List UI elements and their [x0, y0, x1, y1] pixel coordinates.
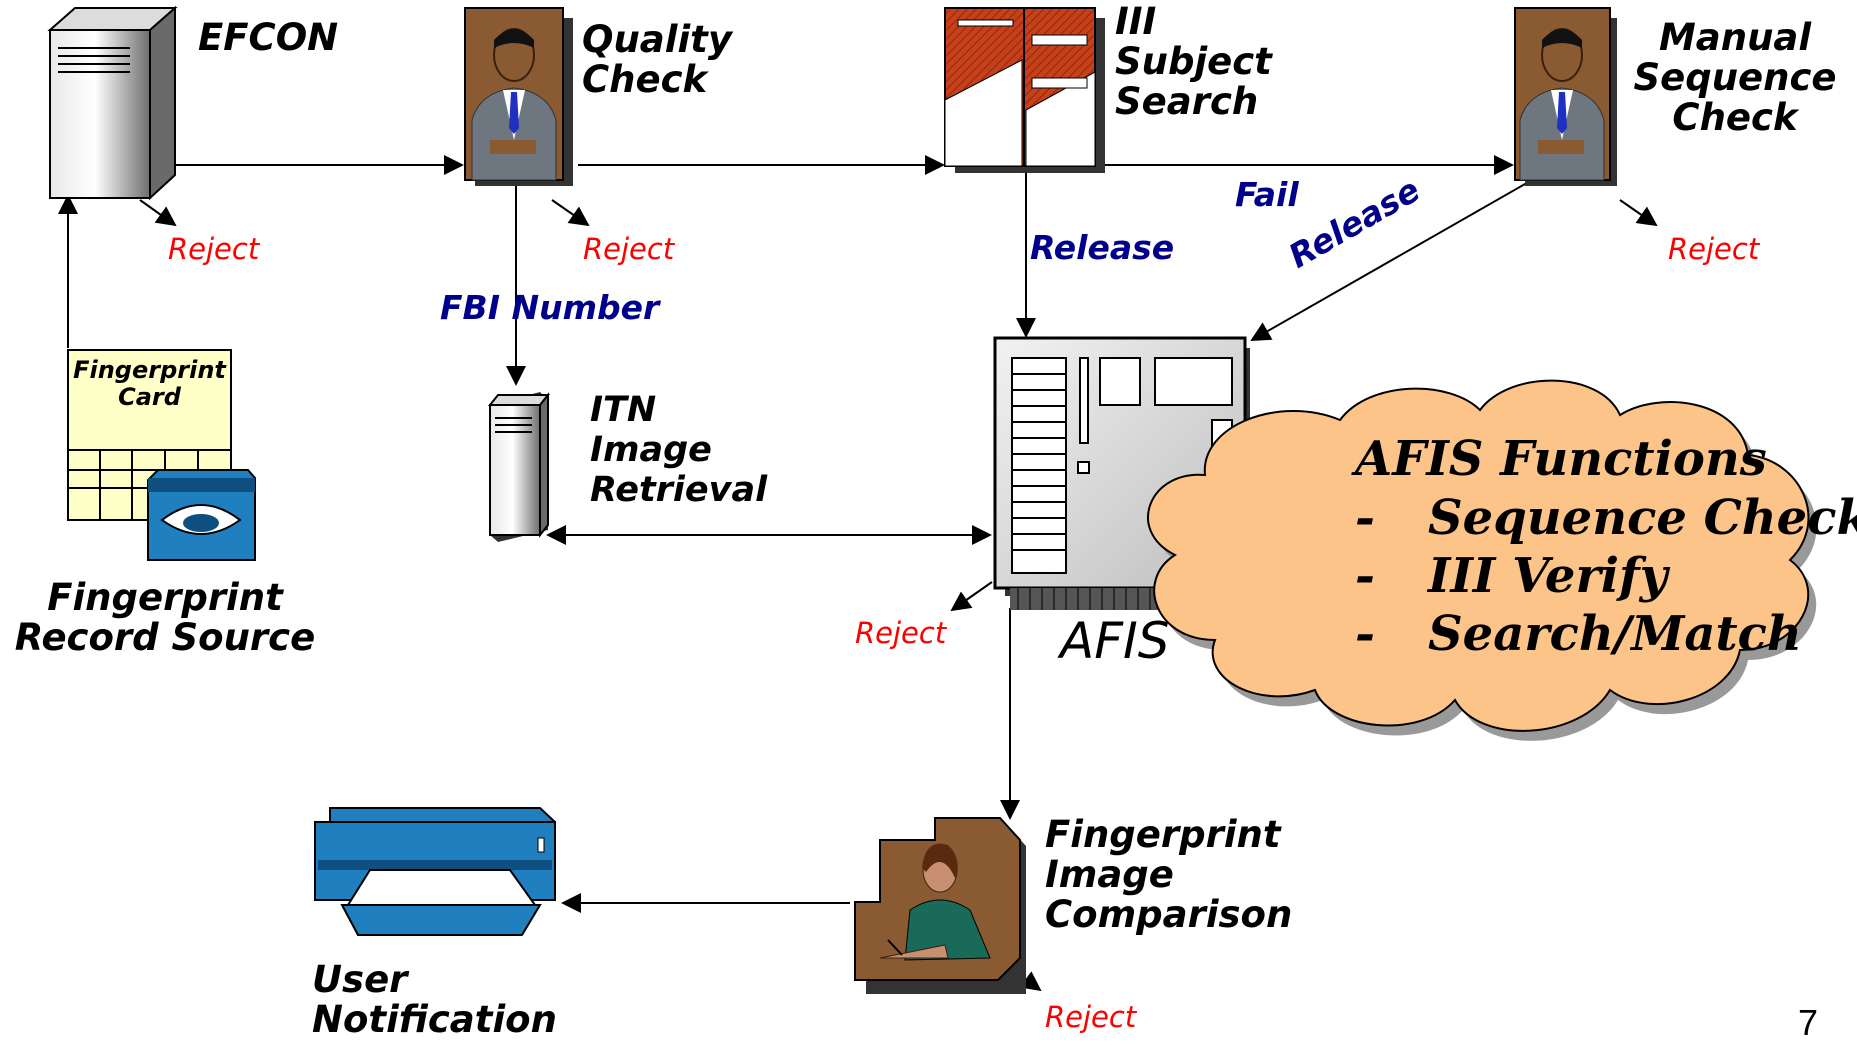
- reject-label-manual: Reject: [1668, 232, 1760, 266]
- quality-check-label: Quality Check: [582, 20, 732, 100]
- afis-label: AFIS: [1060, 612, 1170, 670]
- iii-subject-search-label: III Subject Search: [1115, 2, 1272, 122]
- user-notification-line2: Notification: [312, 998, 557, 1041]
- edges: [58, 155, 1658, 992]
- cloud-bullet-3: -: [1355, 606, 1375, 662]
- iii-label-line3: Search: [1115, 80, 1259, 123]
- afis-functions-cloud: [1147, 379, 1817, 741]
- manual-label-line2: Sequence: [1633, 56, 1837, 99]
- reject-stub-afis: [950, 581, 993, 612]
- release-label-iii: Release: [1030, 228, 1175, 267]
- itn-label-line2: Image: [590, 430, 712, 470]
- reject-label-quality: Reject: [583, 232, 675, 266]
- iii-label-line1: III: [1115, 0, 1157, 43]
- edge-manual-to-afis: [1250, 179, 1533, 341]
- card-label-line1: Fingerprint: [73, 356, 226, 384]
- itn-label-line3: Retrieval: [590, 470, 768, 510]
- record-source-line2: Record Source: [14, 616, 316, 659]
- cloud-title: AFIS Functions: [1355, 431, 1767, 487]
- iii-server-icon: [944, 7, 1105, 173]
- quality-check-person-icon: [464, 7, 573, 186]
- cloud-item-iii-verify: III Verify: [1428, 548, 1668, 604]
- cloud-bullet-2: -: [1355, 548, 1375, 604]
- fingerprint-image-comparison-label: Fingerprint Image Comparison: [1045, 815, 1292, 935]
- cloud-item-sequence-check: Sequence Check: [1428, 490, 1857, 546]
- itn-image-retrieval-label: ITN Image Retrieval: [590, 390, 767, 510]
- reject-label-comparison: Reject: [1045, 1000, 1137, 1034]
- scanner-icon: [147, 469, 256, 561]
- page-number: 7: [1798, 1002, 1819, 1043]
- record-source-line1: Fingerprint: [47, 576, 283, 619]
- iii-label-line2: Subject: [1115, 40, 1272, 83]
- efcon-server-icon: [47, 5, 178, 201]
- itn-server-icon: [487, 392, 551, 542]
- reject-stub-quality: [551, 199, 590, 227]
- printer-icon: [314, 807, 556, 936]
- manual-check-person-icon: [1514, 7, 1617, 186]
- reject-label-efcon: Reject: [168, 232, 260, 266]
- user-notification-label: User Notification: [312, 960, 557, 1040]
- manual-label-line1: Manual: [1658, 16, 1812, 59]
- reject-label-afis: Reject: [855, 616, 947, 650]
- fail-label: Fail: [1235, 175, 1299, 214]
- card-label-line2: Card: [118, 383, 181, 411]
- user-notification-line1: User: [312, 958, 408, 1001]
- comparison-label-line3: Comparison: [1045, 893, 1293, 936]
- manual-label-line3: Check: [1672, 96, 1798, 139]
- fbi-number-label: FBI Number: [440, 288, 660, 327]
- comparison-examiner-icon: [854, 817, 1026, 994]
- comparison-label-line2: Image: [1045, 853, 1174, 896]
- cloud-item-search-match: Search/Match: [1428, 606, 1802, 662]
- itn-label-line1: ITN: [590, 390, 657, 430]
- cloud-bullet-1: -: [1355, 490, 1375, 546]
- fingerprint-record-source-label: Fingerprint Record Source: [0, 578, 330, 658]
- fingerprint-card-label: Fingerprint Card: [68, 357, 231, 411]
- reject-stub-manual: [1619, 199, 1658, 227]
- manual-sequence-check-label: Manual Sequence Check: [1620, 18, 1850, 138]
- reject-stub-efcon: [139, 199, 177, 227]
- efcon-label: EFCON: [198, 16, 339, 59]
- quality-check-label-line2: Check: [582, 58, 708, 101]
- comparison-label-line1: Fingerprint: [1045, 813, 1281, 856]
- quality-check-label-line1: Quality: [582, 18, 732, 61]
